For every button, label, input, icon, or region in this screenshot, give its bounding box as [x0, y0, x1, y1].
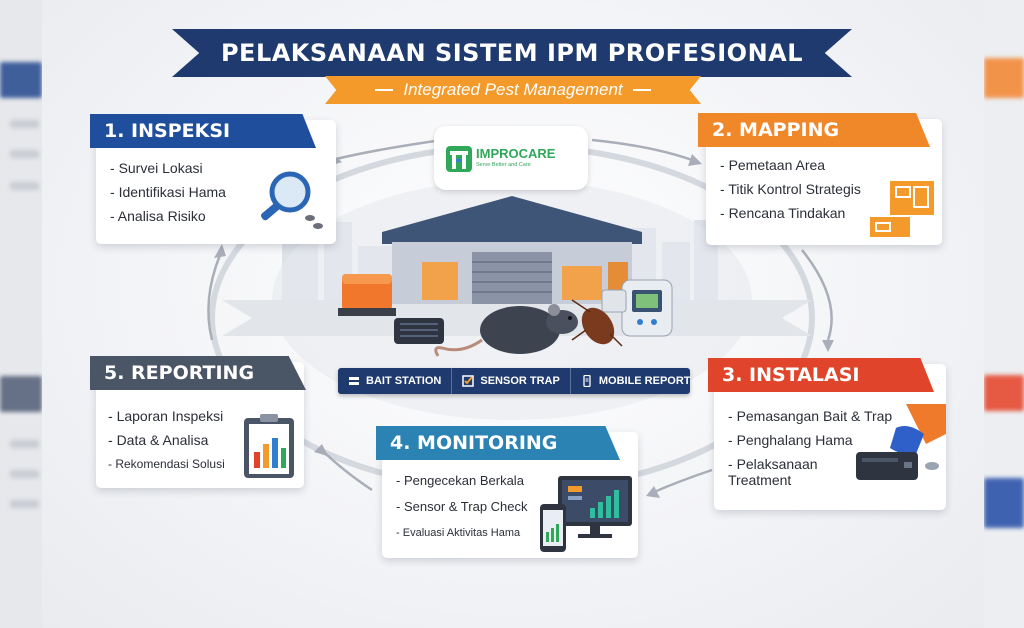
- device-label-bait-station: BAIT STATION: [338, 368, 453, 394]
- step-title-reporting: 5. REPORTING: [90, 356, 306, 390]
- step-card-inspeksi: 1. INSPEKSI Survei Lokasi Identifikasi H…: [90, 114, 336, 244]
- step-list-inspeksi: Survei Lokasi Identifikasi Hama Analisa …: [110, 156, 226, 228]
- monitor-chart-icon: [540, 476, 632, 552]
- list-item: Survei Lokasi: [110, 156, 226, 180]
- list-item: Titik Kontrol Strategis: [720, 177, 861, 201]
- rat-illustration: [434, 304, 578, 357]
- step-card-mapping: 2. MAPPING Pemetaan Area Titik Kontrol S…: [698, 113, 942, 245]
- title-banner: PELAKSANAAN SISTEM IPM PROFESIONAL: [172, 29, 852, 77]
- list-item: Data & Analisa: [108, 428, 225, 452]
- warehouse-scene: [207, 138, 834, 498]
- step-card-reporting: 5. REPORTING Laporan Inspeksi Data & Ana…: [90, 356, 306, 488]
- blurred-left-edge: [0, 0, 42, 628]
- improcare-logo: IMPROCARE Serve Better and Care: [434, 126, 588, 190]
- floor-plan-icon: [870, 181, 934, 237]
- step-list-mapping: Pemetaan Area Titik Kontrol Strategis Re…: [720, 153, 861, 225]
- list-item: Analisa Risiko: [110, 204, 226, 228]
- blurred-right-edge: [984, 0, 1024, 628]
- subtitle-dash-left: [375, 89, 394, 91]
- list-item: Rekomendasi Solusi: [108, 452, 224, 476]
- list-item: Pemetaan Area: [720, 153, 861, 177]
- bait-station-icon: [349, 377, 359, 385]
- subtitle-dash-right: [632, 89, 651, 91]
- step-list-instalasi: Pemasangan Bait & Trap Penghalang Hama P…: [728, 404, 892, 488]
- device-label-mobile-report: MOBILE REPORT: [571, 368, 701, 394]
- warehouse-roof: [382, 196, 642, 244]
- step-title-mapping: 2. MAPPING: [698, 113, 930, 147]
- list-item: Pengecekan Berkala: [396, 468, 528, 494]
- step-title-monitoring: 4. MONITORING: [376, 426, 620, 460]
- step-card-monitoring: 4. MONITORING Pengecekan Berkala Sensor …: [376, 426, 638, 558]
- gloved-hand-bait-box-icon: [856, 404, 946, 480]
- device-label-text: MOBILE REPORT: [598, 375, 691, 387]
- device-label-sensor-trap: SENSOR TRAP: [452, 368, 571, 394]
- step-title-inspeksi: 1. INSPEKSI: [90, 114, 316, 148]
- infographic-canvas: PELAKSANAAN SISTEM IPM PROFESIONAL Integ…: [42, 0, 984, 628]
- device-label-text: BAIT STATION: [366, 375, 442, 387]
- list-item: Sensor & Trap Check: [396, 494, 528, 520]
- logo-tagline: Serve Better and Care: [476, 162, 531, 168]
- improcare-logo-icon: [446, 146, 472, 172]
- list-item: Laporan Inspeksi: [108, 404, 225, 428]
- bait-station-device: [338, 274, 396, 316]
- clipboard-chart-icon: [244, 414, 294, 478]
- list-item: Identifikasi Hama: [110, 180, 226, 204]
- step-list-reporting: Laporan Inspeksi Data & Analisa Rekomend…: [108, 404, 225, 476]
- page-title: PELAKSANAAN SISTEM IPM PROFESIONAL: [220, 39, 804, 67]
- list-item: Rencana Tindakan: [720, 201, 861, 225]
- step-title-instalasi: 3. INSTALASI: [708, 358, 934, 392]
- step-card-instalasi: 3. INSTALASI Pemasangan Bait & Trap Peng…: [708, 358, 946, 510]
- monitoring-device: [601, 279, 673, 337]
- step-list-monitoring: Pengecekan Berkala Sensor & Trap Check E…: [396, 468, 528, 546]
- mobile-report-icon: [583, 375, 591, 387]
- page-subtitle: Integrated Pest Management: [403, 80, 623, 99]
- list-item: Pelaksanaan Treatment: [728, 452, 838, 488]
- sensor-trap-icon: [462, 375, 475, 387]
- list-item: Penghalang Hama: [728, 428, 892, 452]
- logo-name: IMPROCARE: [476, 146, 556, 161]
- device-label-text: SENSOR TRAP: [480, 375, 560, 387]
- device-label-bar: BAIT STATION SENSOR TRAP MOBILE REPORT: [338, 368, 691, 394]
- magnifier-icon: [260, 171, 323, 229]
- list-item: Evaluasi Aktivitas Hama: [396, 520, 528, 546]
- list-item: Pemasangan Bait & Trap: [728, 404, 893, 428]
- subtitle-banner: Integrated Pest Management: [325, 76, 701, 104]
- sensor-box-device: [394, 318, 444, 344]
